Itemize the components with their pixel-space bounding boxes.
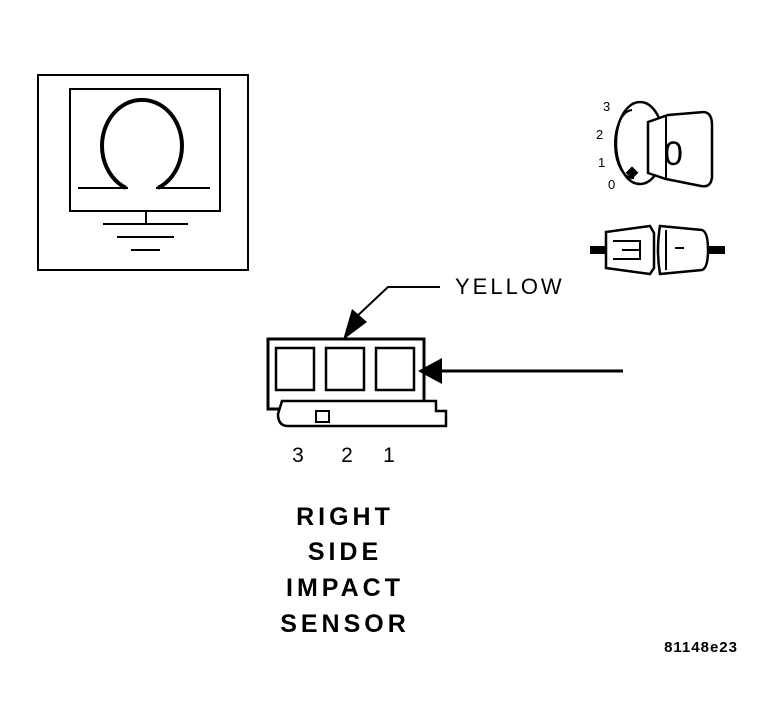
title-line-3: IMPACT [286, 574, 404, 602]
cavity-1 [374, 346, 416, 392]
ignition-position-0: 0 [608, 177, 615, 192]
pin-numbers: 3 2 1 [292, 444, 395, 467]
ignition-position-1: 1 [598, 155, 605, 170]
ohmmeter-icon [37, 74, 249, 271]
key-head-label: 0 [664, 135, 683, 173]
cavity-2 [324, 346, 366, 392]
cavity-3 [274, 346, 316, 392]
ignition-position-2: 2 [596, 127, 603, 142]
component-title: RIGHT SIDE IMPACT SENSOR [280, 503, 410, 638]
probe-arrow [418, 358, 623, 384]
pin-label-3: 3 [292, 444, 304, 467]
wire-color-label: YELLOW [455, 274, 565, 299]
wire-color-callout: YELLOW [343, 274, 565, 340]
disconnected-connector-icon [590, 224, 725, 276]
pin-label-2: 2 [341, 444, 353, 467]
title-line-2: SIDE [308, 538, 382, 566]
title-line-1: RIGHT [296, 503, 394, 531]
title-line-4: SENSOR [280, 610, 410, 638]
sensor-connector [266, 337, 448, 428]
ignition-key-icon: 3 2 1 0 0 [596, 99, 714, 192]
figure-id: 81148e23 [664, 639, 738, 656]
pin-label-1: 1 [383, 444, 395, 467]
ignition-position-3: 3 [603, 99, 610, 114]
